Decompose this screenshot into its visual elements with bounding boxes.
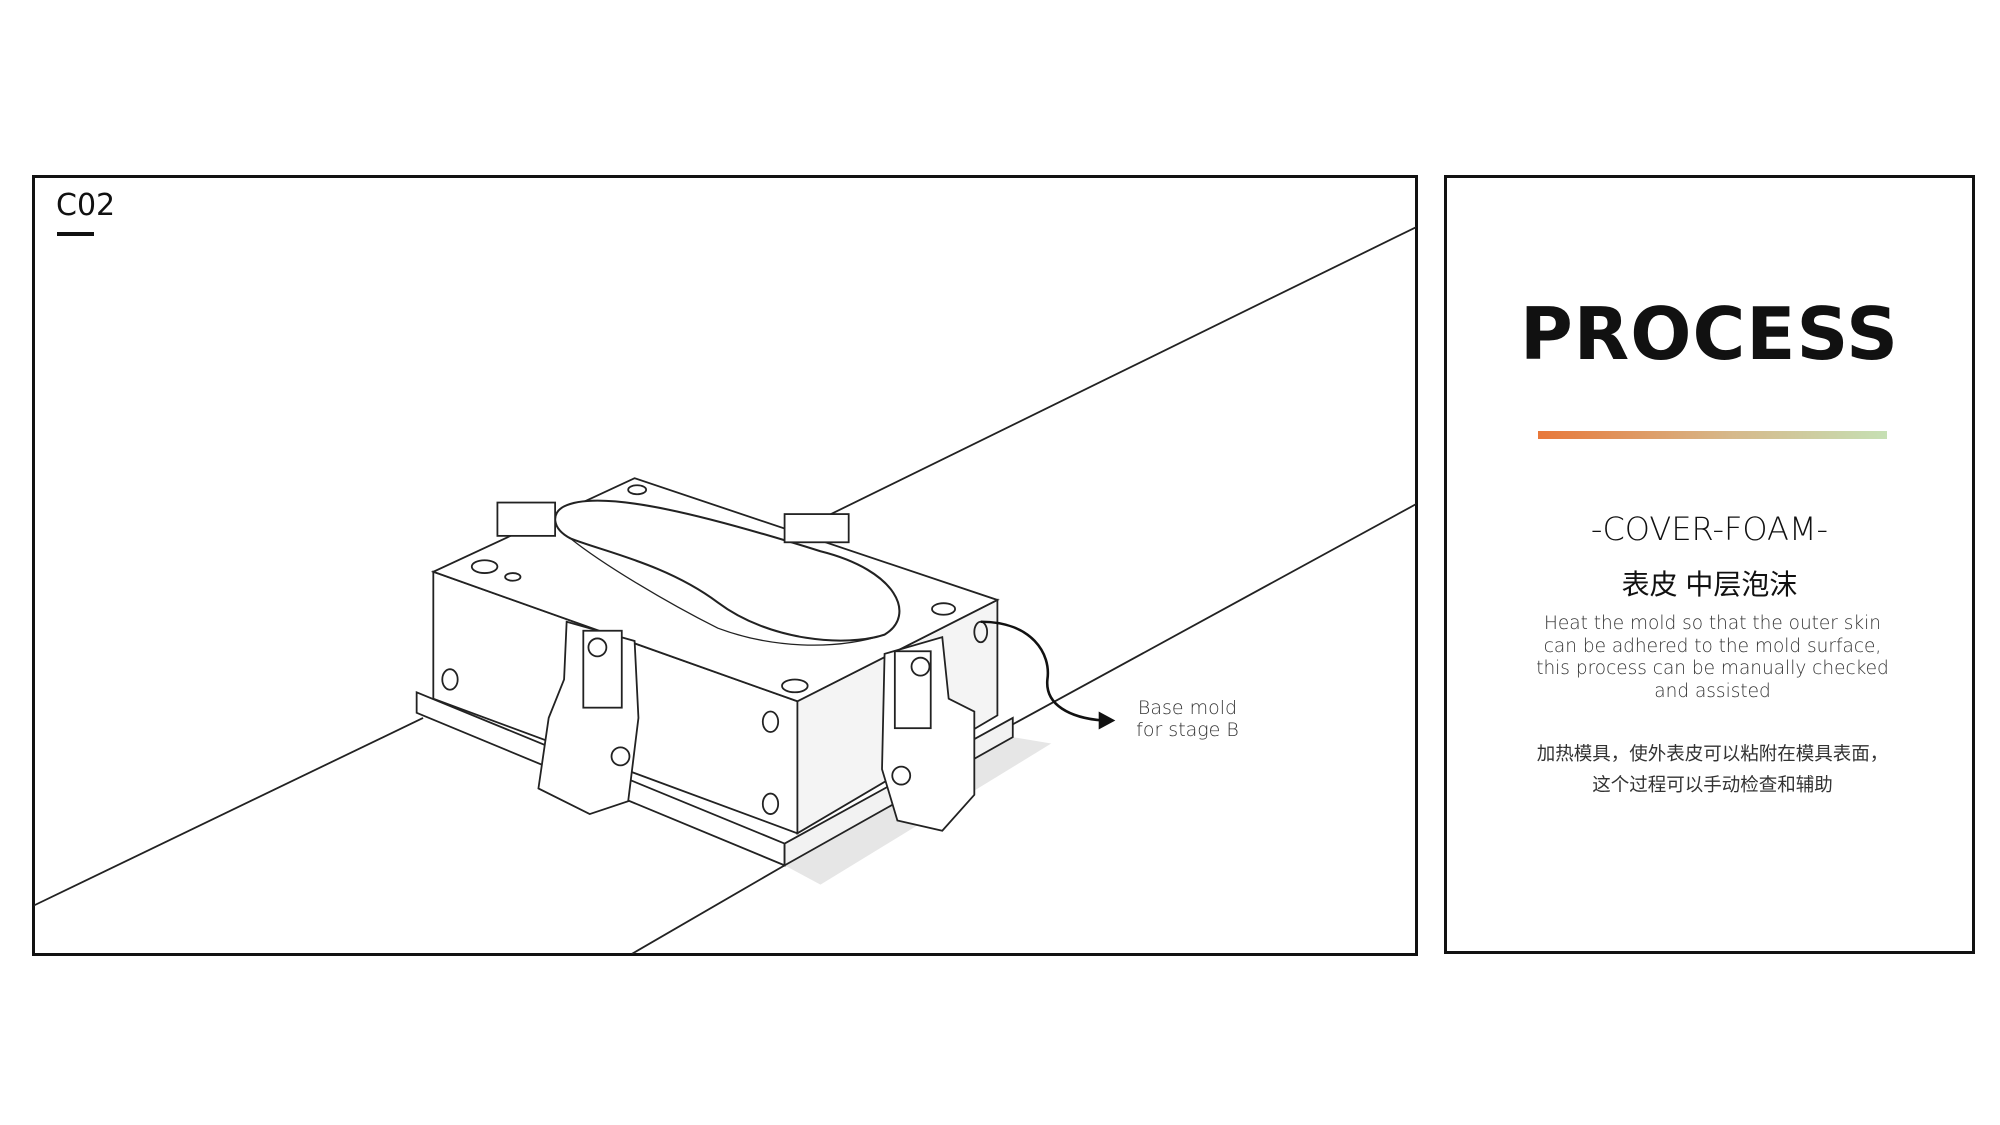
callout-line-1: Base mold bbox=[1137, 697, 1238, 719]
description-cn: 加热模具，使外表皮可以粘附在模具表面， 这个过程可以手动检查和辅助 bbox=[1520, 738, 1905, 800]
code-underline bbox=[57, 232, 94, 236]
callout-line-2: for stage B bbox=[1136, 719, 1239, 741]
illustration-panel bbox=[32, 175, 1418, 956]
gradient-divider bbox=[1538, 431, 1887, 439]
info-panel bbox=[1444, 175, 1975, 954]
subtitle-cn: 表皮 中层泡沫 bbox=[1621, 569, 1798, 600]
description-cn-line-2: 这个过程可以手动检查和辅助 bbox=[1592, 774, 1833, 795]
page-title: PROCESS bbox=[1520, 292, 1899, 376]
subtitle: -COVER-FOAM- bbox=[1590, 510, 1829, 548]
callout-label: Base mold for stage B bbox=[1130, 697, 1245, 741]
figure-code: C02 bbox=[56, 188, 116, 223]
description: Heat the mold so that the outer skin can… bbox=[1536, 613, 1889, 703]
description-cn-line-1: 加热模具，使外表皮可以粘附在模具表面， bbox=[1536, 743, 1889, 764]
